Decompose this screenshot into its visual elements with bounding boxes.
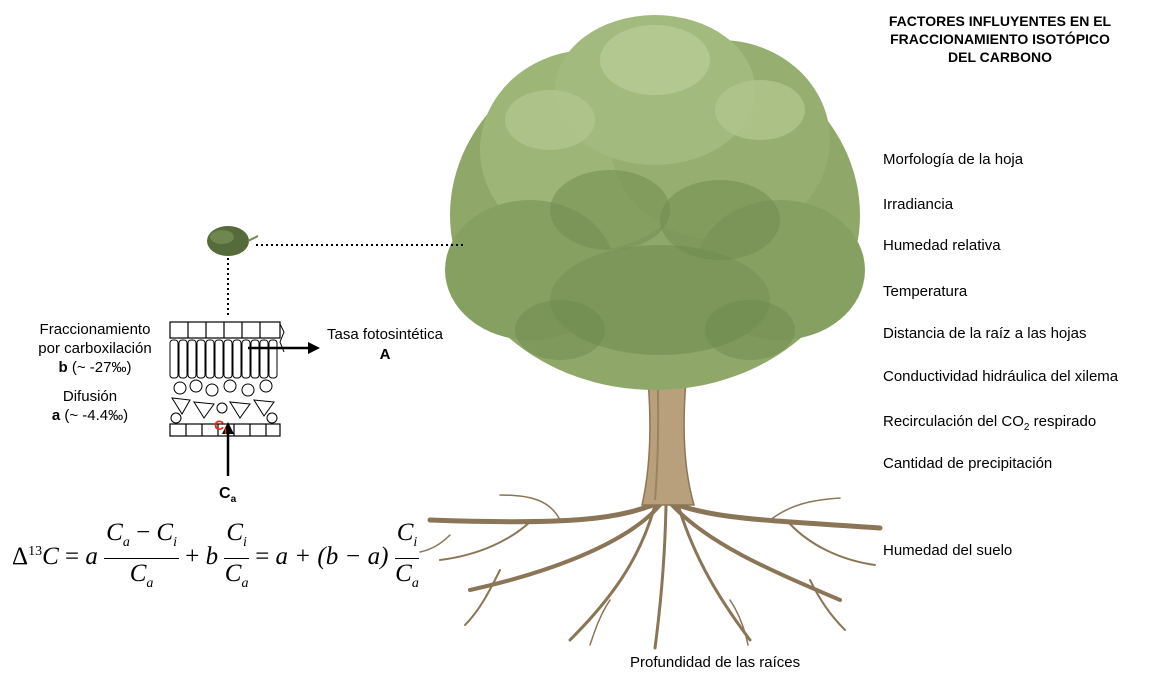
rate-title: Tasa fotosintética <box>312 325 458 345</box>
photosynthetic-rate-label: Tasa fotosintética A <box>312 325 458 365</box>
factor-leaf-morphology: Morfología de la hoja <box>883 151 1023 168</box>
factor-co2-recirculation: Recirculación del CO2 respirado <box>883 413 1096 433</box>
factor-soil-humidity: Humedad del suelo <box>883 542 1012 559</box>
carbox-line-2: por carboxilación <box>20 339 170 358</box>
canopy <box>445 15 865 390</box>
palisade-cells <box>170 340 277 378</box>
f3-den-c: C <box>395 560 412 587</box>
f2-num-c: C <box>226 519 243 546</box>
f3-den-a: a <box>412 576 419 591</box>
carbox-line-1: Fraccionamiento <box>20 320 170 339</box>
leaf-cross-section <box>160 318 330 488</box>
fraction-2: Ci Ca <box>224 518 249 599</box>
diffusion-value: (~ -4.4‰) <box>64 407 128 424</box>
ca-subscript: a <box>231 494 237 505</box>
ci-subscript: i <box>224 426 227 437</box>
f1-num-c: C <box>106 519 123 546</box>
diffusion-line-2: a (~ -4.4‰) <box>35 406 145 425</box>
roots <box>420 495 880 648</box>
fraction-3: Ci Ca <box>395 518 420 599</box>
carbox-value: (~ -27‰) <box>72 359 132 376</box>
connector-lines <box>0 0 480 330</box>
factor-relative-humidity: Humedad relativa <box>883 237 1001 254</box>
f1-minus: − <box>130 519 157 546</box>
carboxylation-label: Fraccionamiento por carboxilación b (~ -… <box>20 320 170 377</box>
formula-a1: a <box>85 543 98 570</box>
f1-num-c2: C <box>156 519 173 546</box>
f2-den-c: C <box>225 560 242 587</box>
tree-illustration <box>410 0 890 655</box>
formula-rhs: a + (b − a) <box>276 543 389 570</box>
f1-den-a: a <box>146 576 153 591</box>
f1-num-i: i <box>173 535 177 550</box>
fraction-1: Ca − Ci Ca <box>104 518 179 599</box>
formula-eq: = <box>59 543 86 570</box>
formula-eq2: = <box>249 543 276 570</box>
respired-text: respirado <box>1034 413 1097 430</box>
diffusion-label: Difusión a (~ -4.4‰) <box>35 387 145 425</box>
factor-root-depth: Profundidad de las raíces <box>630 654 800 671</box>
diffusion-title: Difusión <box>35 387 145 406</box>
f1-num-a: a <box>123 535 130 550</box>
factor-precipitation: Cantidad de precipitación <box>883 455 1052 472</box>
f2-den-a: a <box>241 576 248 591</box>
formula-sup: 13 <box>28 544 42 559</box>
rate-symbol: A <box>312 345 458 365</box>
diffusion-a: a <box>52 407 60 424</box>
co2-subscript: 2 <box>1024 422 1030 433</box>
formula-delta: Δ <box>12 543 28 570</box>
co2-text: Recirculación del CO <box>883 413 1024 430</box>
formula-b: b <box>206 543 219 570</box>
factor-temperature: Temperatura <box>883 283 967 300</box>
f1-den-c: C <box>130 560 147 587</box>
discrimination-formula: Δ13C = a Ca − Ci Ca + b Ci Ca = a + (b −… <box>12 518 419 599</box>
carbox-b: b <box>59 359 68 376</box>
f2-num-i: i <box>243 535 247 550</box>
ca-label: Ca <box>219 485 236 505</box>
ci-label: Ci <box>214 417 227 437</box>
f3-num-c: C <box>397 519 414 546</box>
f3-num-i: i <box>413 535 417 550</box>
ci-letter: C <box>214 417 224 433</box>
ca-letter: C <box>219 485 231 502</box>
formula-c: C <box>42 543 59 570</box>
formula-plus: + <box>179 543 206 570</box>
carbox-line-3: b (~ -27‰) <box>20 358 170 377</box>
factor-xylem-conductivity: Conductividad hidráulica del xilema <box>883 368 1118 385</box>
factor-irradiance: Irradiancia <box>883 196 953 213</box>
factor-root-leaf-distance: Distancia de la raíz a las hojas <box>883 325 1086 342</box>
